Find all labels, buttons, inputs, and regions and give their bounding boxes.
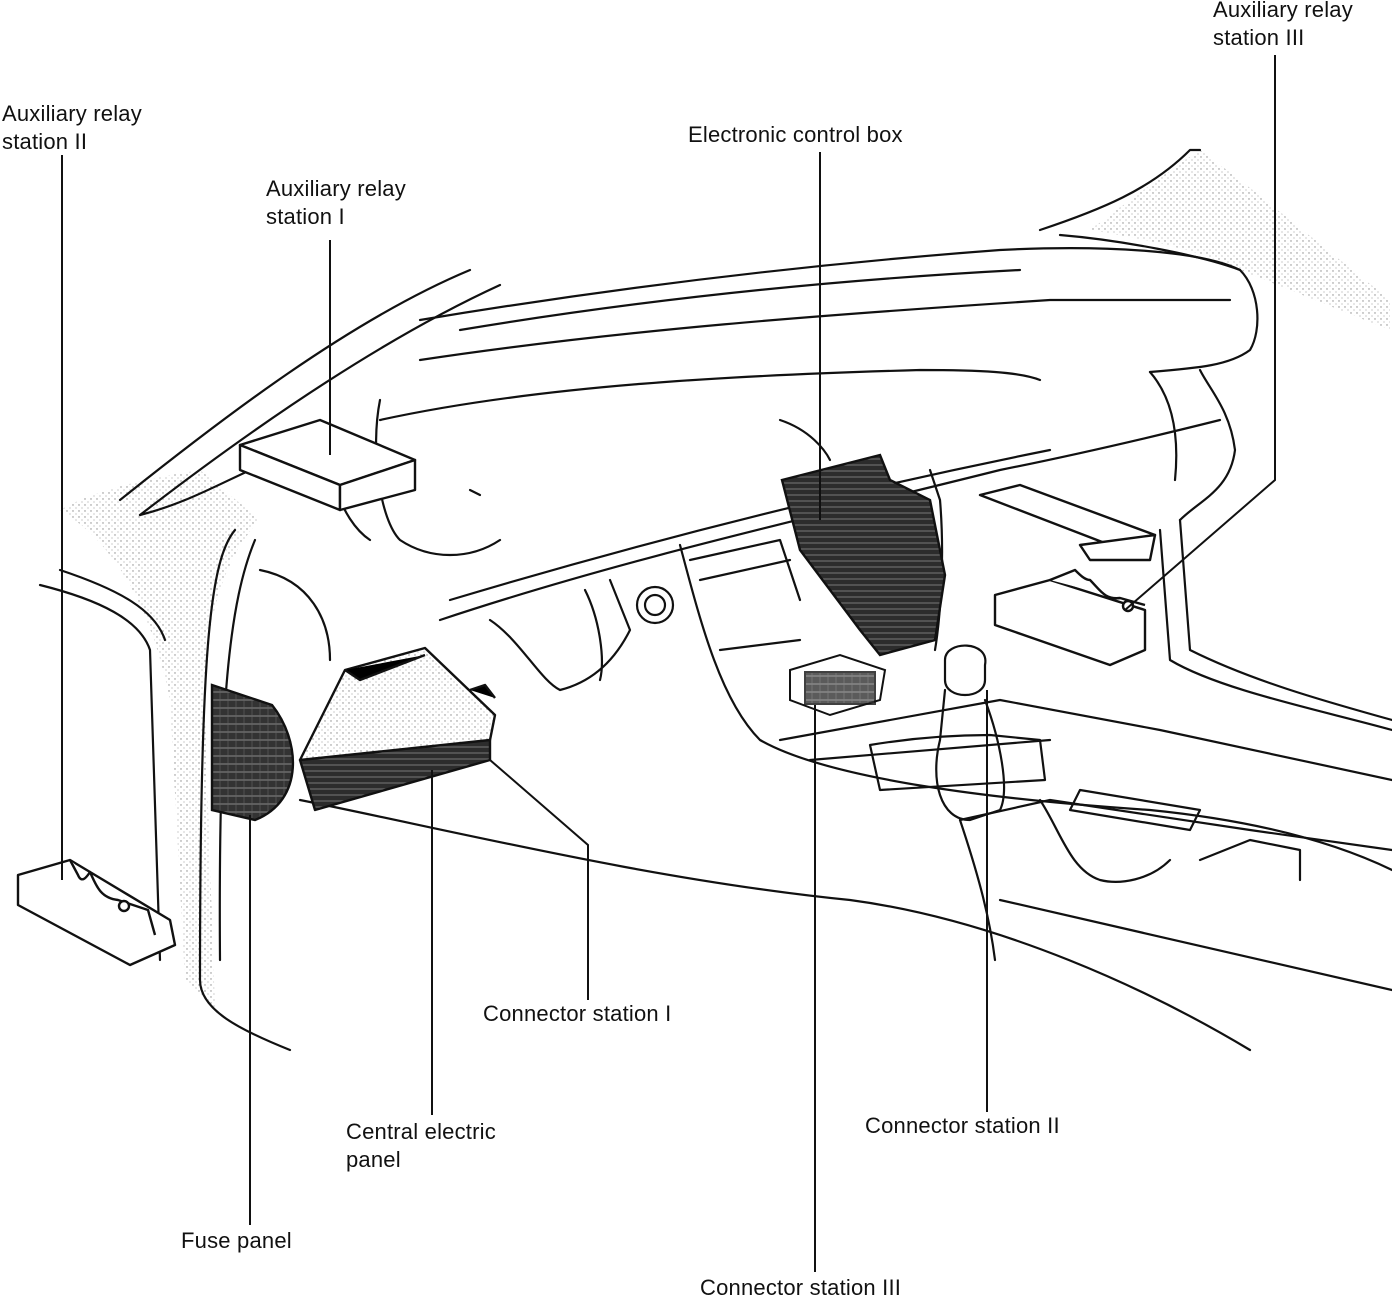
console-outline bbox=[678, 543, 1392, 872]
dash-top-inner bbox=[458, 268, 1022, 332]
dash-lower-line-2 bbox=[448, 448, 1052, 602]
dash-right-end bbox=[1178, 368, 1237, 522]
pillar-line-4 bbox=[218, 538, 257, 962]
dash-center-curve bbox=[778, 418, 832, 462]
tray bbox=[1068, 788, 1202, 832]
label-aux-relay-station-2-line-1: Auxiliary relay bbox=[2, 101, 142, 126]
label-central-electric-panel: Central electric panel bbox=[346, 1118, 496, 1174]
label-aux-relay-station-2-line-2: station II bbox=[2, 129, 88, 154]
tunnel-lower bbox=[998, 898, 1392, 992]
dash-right-fold bbox=[1148, 370, 1178, 482]
label-fuse-panel: Fuse panel bbox=[181, 1228, 292, 1253]
label-connector-station-1: Connector station I bbox=[483, 1001, 672, 1026]
dash-tick bbox=[468, 488, 482, 497]
pillar-line-3 bbox=[198, 528, 292, 1052]
label-aux-relay-station-3-line-2: station III bbox=[1213, 25, 1305, 50]
windshield-base bbox=[1038, 148, 1202, 232]
aux-relay-station-2-shape bbox=[16, 858, 177, 967]
gear-surround bbox=[868, 733, 1047, 792]
console-radio-top bbox=[688, 538, 802, 602]
label-central-electric-panel-line-1: Central electric bbox=[346, 1119, 496, 1144]
label-connector-station-2: Connector station II bbox=[865, 1113, 1060, 1138]
tunnel-left bbox=[958, 818, 997, 962]
windshield-shading bbox=[1090, 150, 1390, 330]
pillar-line-1 bbox=[118, 268, 472, 502]
console-radio-slot bbox=[698, 558, 792, 582]
door-right-2 bbox=[1158, 528, 1392, 732]
door-line-2 bbox=[58, 568, 167, 642]
label-aux-relay-station-3: Auxiliary relay station III bbox=[1213, 0, 1353, 52]
aux-relay-station-3-shape bbox=[978, 483, 1157, 667]
console-shelf bbox=[778, 698, 1392, 782]
handbrake bbox=[1038, 798, 1172, 883]
label-aux-relay-station-1-line-1: Auxiliary relay bbox=[266, 176, 406, 201]
dash-crease-2 bbox=[378, 368, 1042, 422]
door-right bbox=[1178, 518, 1392, 722]
dash-lower-left bbox=[258, 568, 332, 662]
glove-box-inner bbox=[583, 588, 603, 682]
console-shelf-2 bbox=[808, 738, 1052, 762]
dash-top bbox=[418, 247, 1259, 374]
label-electronic-control-box: Electronic control box bbox=[688, 122, 903, 147]
label-aux-relay-station-1-line-2: station I bbox=[266, 204, 345, 229]
console-rear bbox=[1198, 838, 1302, 882]
label-central-electric-panel-line-2: panel bbox=[346, 1147, 401, 1172]
label-aux-relay-station-2: Auxiliary relay station II bbox=[2, 100, 142, 156]
label-aux-relay-station-3-line-1: Auxiliary relay bbox=[1213, 0, 1353, 22]
glove-box bbox=[488, 578, 632, 692]
label-connector-station-3: Connector station III bbox=[700, 1275, 902, 1300]
connector-station-3-shape bbox=[789, 653, 887, 717]
tunnel-top bbox=[958, 798, 1392, 852]
gear-knob bbox=[943, 644, 987, 696]
vent-knob-inner bbox=[643, 593, 667, 617]
fuse-panel-shape bbox=[210, 683, 295, 822]
gear-boot bbox=[935, 688, 1006, 822]
electronic-control-box-shape bbox=[780, 453, 947, 657]
vent-knob bbox=[635, 585, 675, 625]
dash-right-top bbox=[1058, 233, 1242, 272]
aux-relay-station-1-shape bbox=[238, 418, 417, 512]
leader-lines bbox=[61, 55, 1276, 1272]
console-radio-slot-2 bbox=[718, 638, 802, 652]
dash-lower-line bbox=[438, 418, 1222, 622]
leader-connector-station-1 bbox=[489, 759, 589, 1000]
label-aux-relay-station-1: Auxiliary relay station I bbox=[266, 175, 406, 231]
dash-crease bbox=[418, 298, 1232, 362]
central-electric-panel-shape bbox=[298, 646, 497, 812]
pillar-line-2 bbox=[138, 283, 502, 517]
leader-aux-relay-3 bbox=[1124, 55, 1276, 611]
pillar-shading bbox=[60, 470, 260, 1010]
floor-line bbox=[298, 798, 1252, 1052]
